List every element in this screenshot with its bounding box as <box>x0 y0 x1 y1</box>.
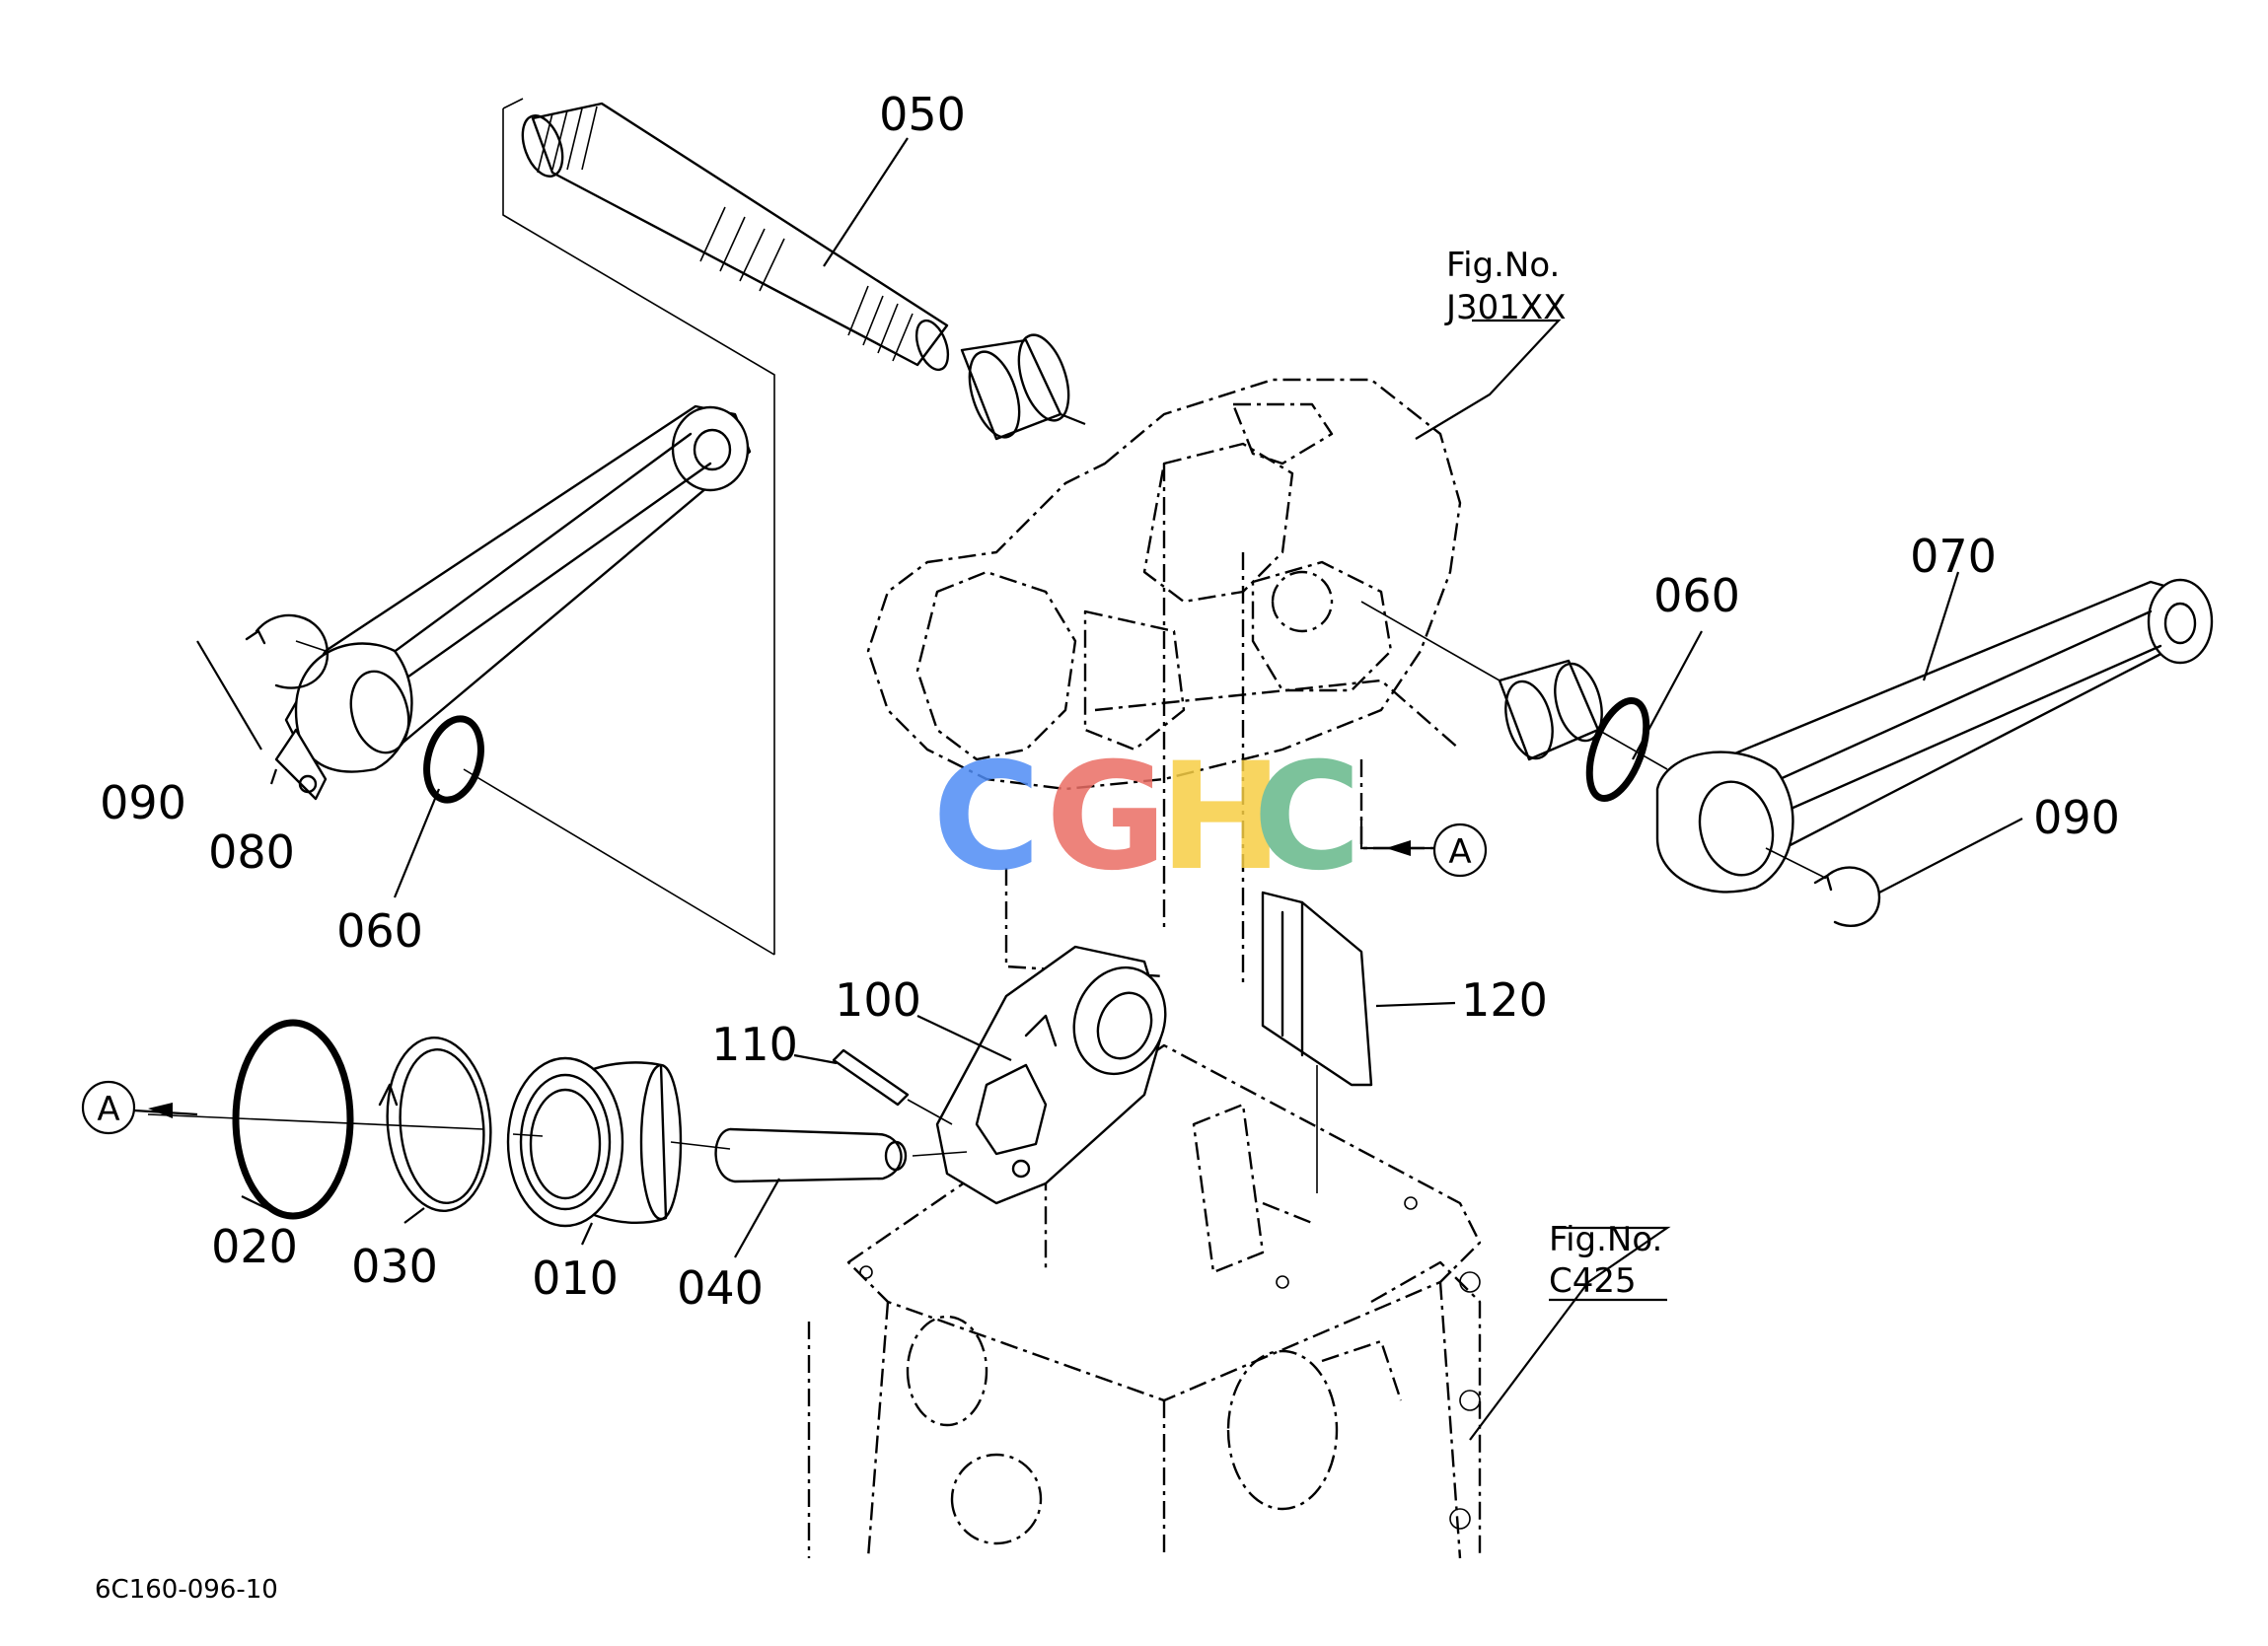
lift-arm-100 <box>935 945 1167 1205</box>
lower-housing-outline <box>807 1043 1482 1559</box>
backup-ring-030 <box>378 1037 492 1212</box>
pin-040 <box>714 1127 968 1183</box>
o-ring-020 <box>232 1019 354 1220</box>
o-ring-060-left <box>423 715 484 804</box>
watermark-g: G <box>1046 732 1167 903</box>
pin-110 <box>832 1048 953 1125</box>
label-090-left: 090 <box>100 776 186 829</box>
snap-ring-090-right <box>1813 866 1881 927</box>
label-090-right: 090 <box>2033 791 2120 844</box>
right-arm-axis <box>1360 601 1826 879</box>
figure-ref-c425-line2: C425 <box>1549 1261 1637 1301</box>
label-040: 040 <box>677 1261 764 1315</box>
plate-120 <box>1261 891 1373 1193</box>
o-ring-060-right <box>1585 696 1650 803</box>
watermark-c2: C <box>1253 732 1361 903</box>
watermark-h: H <box>1159 732 1283 903</box>
label-110: 110 <box>711 1018 798 1071</box>
figure-ref-j301xx-line1: Fig.No. <box>1446 246 1560 285</box>
snap-ring-090-left <box>245 613 329 689</box>
figure-ref-j301xx-line2: J301XX <box>1444 288 1567 327</box>
bushing-right <box>1498 659 1603 761</box>
watermark: C G H C <box>932 732 1361 903</box>
callout-a-left: A <box>81 1080 198 1135</box>
label-060-right: 060 <box>1653 569 1740 622</box>
label-080: 080 <box>208 825 295 879</box>
watermark-c1: C <box>932 732 1041 903</box>
lift-arm-070 <box>1655 578 2214 894</box>
drawing-code: 6C160-096-10 <box>95 1575 278 1605</box>
label-070: 070 <box>1910 530 1997 583</box>
label-030: 030 <box>351 1240 438 1293</box>
leader-lines <box>196 137 2023 1441</box>
label-010: 010 <box>532 1252 619 1305</box>
label-020: 020 <box>211 1220 298 1273</box>
callout-a-right-text: A <box>1448 832 1471 872</box>
upper-housing-outline <box>866 378 1462 986</box>
figure-ref-c425: Fig.No. C425 <box>1549 1220 1667 1302</box>
piston-010 <box>506 1056 683 1228</box>
assembly-bracket-lines <box>502 98 775 955</box>
label-120: 120 <box>1461 973 1548 1027</box>
bushing-upper <box>960 333 1086 441</box>
callout-a-left-text: A <box>97 1090 119 1129</box>
label-100: 100 <box>835 973 921 1027</box>
callout-a-right: A <box>1359 819 1488 878</box>
left-arm-axis <box>295 640 775 956</box>
figure-ref-j301xx: Fig.No. J301XX <box>1444 246 1567 327</box>
lift-arm-080 <box>274 404 752 801</box>
figure-ref-c425-line1: Fig.No. <box>1549 1220 1662 1259</box>
piston-axis <box>147 1113 731 1150</box>
label-060-left: 060 <box>336 904 423 958</box>
label-050: 050 <box>879 88 966 141</box>
shaft-050 <box>521 102 950 372</box>
